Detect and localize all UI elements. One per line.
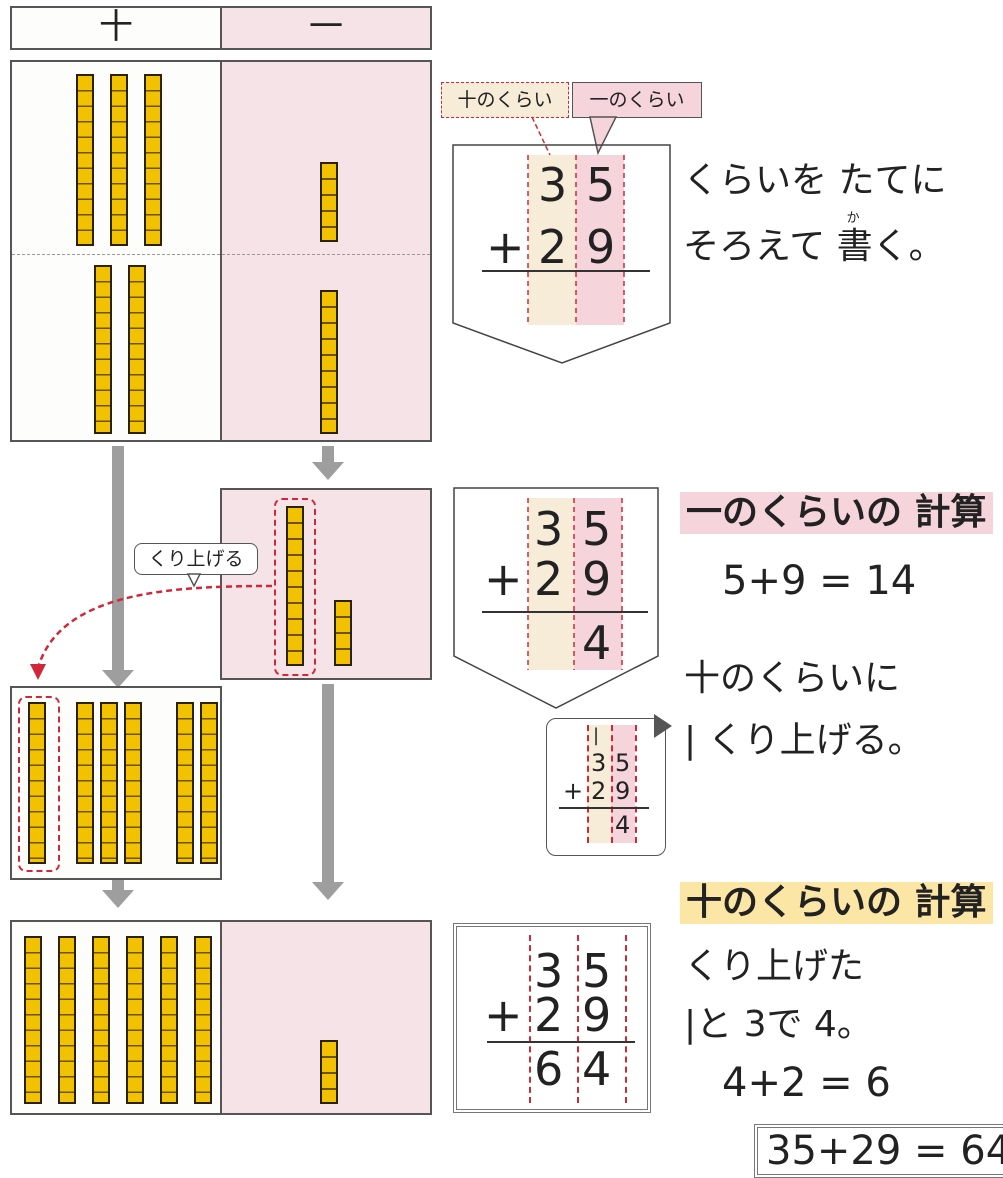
digit-ones-top: 5 <box>582 502 612 556</box>
step1-text-line1: くらいを たてに <box>683 160 947 201</box>
carry-text-line1: 十のくらいに <box>684 658 901 699</box>
ten-rod <box>76 74 94 246</box>
carried-ten-outline <box>18 696 60 872</box>
tens-calc-equation: 4+2 = 6 <box>722 1060 891 1106</box>
digit-ones-top: 5 <box>582 944 612 998</box>
ones-calc-heading: 一のくらいの 計算 <box>680 492 993 534</box>
carry-text-line2: | くり上げる。 <box>684 720 924 761</box>
tens-column-header: 十 <box>10 6 222 50</box>
ten-rod <box>128 265 146 434</box>
guide-line <box>587 725 589 843</box>
digit-tens-bottom: 2 <box>538 220 568 274</box>
guide-line <box>529 935 531 1103</box>
ones-calc-equation: 5+9 = 14 <box>722 558 917 604</box>
four-unit-cubes <box>334 600 352 666</box>
carry-label: くり上げる <box>134 543 258 575</box>
mini-rule <box>559 807 649 809</box>
panel-divider <box>12 254 220 255</box>
down-arrow-shaft <box>322 684 334 884</box>
digit-ones-top: 5 <box>586 158 616 212</box>
ten-unit-cubes <box>286 506 304 666</box>
ones-place-label: 一のくらい <box>572 82 702 118</box>
ones-column-header: 一 <box>220 6 432 50</box>
digit-tens-bottom: 2 <box>534 552 564 606</box>
ten-rod <box>92 936 110 1104</box>
digit-tens-top: 3 <box>534 502 564 556</box>
ten-rod <box>110 74 128 246</box>
guide-line <box>635 725 637 843</box>
tens-calc-box <box>453 923 651 1113</box>
ten-rod <box>200 702 218 864</box>
ten-rod <box>144 74 162 246</box>
digit-tens-top: 3 <box>538 158 568 212</box>
down-arrow-head <box>312 882 344 900</box>
ten-rod <box>24 936 42 1104</box>
ten-rod <box>160 936 178 1104</box>
tens-column-shade <box>587 725 611 843</box>
four-unit-cubes <box>320 1040 338 1104</box>
tens-calc-line1: くり上げた <box>684 946 865 987</box>
ones-result-digit: 4 <box>582 616 612 670</box>
guide-line <box>611 725 613 843</box>
mini-top-tens: 3 <box>591 749 607 777</box>
digit-tens-bottom: 2 <box>534 988 564 1042</box>
result-ones-digit: 4 <box>582 1042 612 1096</box>
mini-result: 4 <box>615 811 631 839</box>
down-arrow-shaft <box>322 446 334 464</box>
mini-bottom-ones: 9 <box>615 777 631 805</box>
carried-ten-rod <box>28 702 46 864</box>
guide-line <box>577 935 579 1103</box>
tens-place-label: 十のくらい <box>441 82 569 118</box>
place-value-shield <box>452 116 671 364</box>
ten-rod <box>124 702 142 864</box>
digit-ones-bottom: 9 <box>582 552 612 606</box>
ten-rod <box>126 936 144 1104</box>
mini-carry-digit: | <box>593 725 600 746</box>
final-answer: 35+29 = 64 <box>754 1124 1003 1178</box>
ten-rod <box>194 936 212 1104</box>
ones-blocks-panel <box>220 60 432 442</box>
step1-text-line2: そろえて か書く。 <box>683 211 945 268</box>
carry-group-outline <box>274 498 316 676</box>
down-arrow-head <box>102 670 134 688</box>
tens-calc-line2: |と 3で 4。 <box>684 1004 873 1045</box>
digit-tens-top: 3 <box>534 944 564 998</box>
mini-plus: + <box>563 777 584 805</box>
panel-divider <box>222 254 430 255</box>
ones-column-shade <box>611 725 635 843</box>
mini-bottom-tens: 2 <box>591 777 607 805</box>
ten-rod <box>76 702 94 864</box>
ten-rod <box>176 702 194 864</box>
ones-sum-panel <box>220 488 432 680</box>
plus-sign: + <box>484 552 523 606</box>
mini-top-ones: 5 <box>615 749 631 777</box>
ruby-text: か <box>846 211 860 226</box>
digit-ones-bottom: 9 <box>586 220 616 274</box>
guide-line <box>625 935 627 1103</box>
sum-rule <box>487 1041 635 1043</box>
result-tens-digit: 6 <box>534 1042 564 1096</box>
result-ones-panel <box>220 920 432 1115</box>
down-arrow-shaft <box>112 880 124 892</box>
plus-sign: + <box>486 220 525 274</box>
down-arrow-shaft <box>112 446 124 671</box>
result-tens-panel <box>10 920 222 1115</box>
carry-callout: | 3 5 + 2 9 4 <box>546 718 666 856</box>
tens-after-carry-panel <box>10 686 222 880</box>
down-arrow-head <box>102 890 134 908</box>
carry-curve-arrow <box>30 573 273 680</box>
ten-rod <box>100 702 118 864</box>
plus-sign: + <box>484 988 523 1042</box>
nine-unit-cubes <box>320 290 338 434</box>
five-unit-cubes <box>320 162 338 242</box>
tens-blocks-panel <box>10 60 222 442</box>
ten-rod <box>94 265 112 434</box>
callout-pointer <box>654 714 672 738</box>
ones-calc-shield <box>453 487 659 709</box>
tens-calc-heading: 十のくらいの 計算 <box>680 882 993 924</box>
ten-rod <box>58 936 76 1104</box>
down-arrow-head <box>312 462 344 480</box>
digit-ones-bottom: 9 <box>582 988 612 1042</box>
